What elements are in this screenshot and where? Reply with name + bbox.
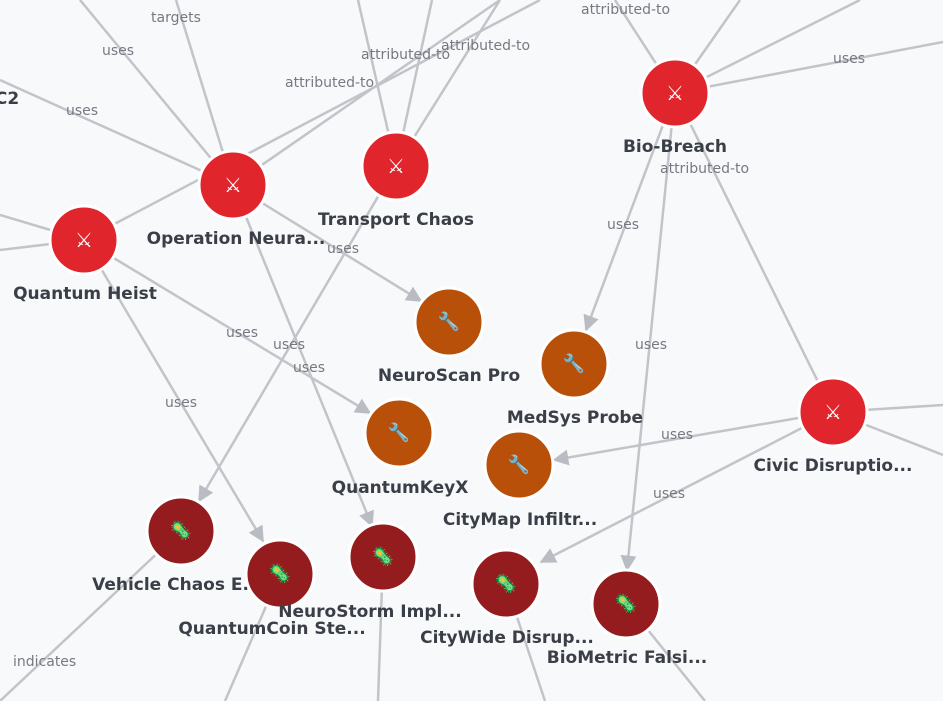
node-civic-disruptio[interactable]: ⚔ Civic Disruptio...	[754, 376, 913, 476]
edge-label: uses	[226, 325, 258, 341]
campaign-node-circle[interactable]	[48, 204, 120, 276]
edge[interactable]	[674, 40, 943, 95]
edge-label: uses	[165, 395, 197, 411]
node-bio-breach[interactable]: ⚔ Bio-Breach	[623, 57, 727, 157]
node-label-offscreen: C2	[0, 89, 19, 109]
edge-attributed-to[interactable]	[673, 92, 835, 413]
edge[interactable]	[83, 0, 541, 242]
edge-label: attributed-to	[660, 161, 749, 177]
tool-node-circle[interactable]	[413, 286, 485, 358]
crossed-swords-icon: ⚔	[75, 228, 93, 252]
edge[interactable]	[647, 629, 706, 701]
malware-node-circle[interactable]	[145, 495, 217, 567]
node-label: Bio-Breach	[623, 137, 727, 157]
node-label: Transport Chaos	[318, 210, 474, 230]
campaign-node-circle[interactable]	[639, 57, 711, 129]
crossed-swords-icon: ⚔	[666, 81, 684, 105]
edge-uses[interactable]	[82, 239, 265, 543]
campaign-node-circle[interactable]	[360, 130, 432, 202]
edge-uses[interactable]	[539, 410, 834, 564]
node-quantumkeyx[interactable]: 🔧 QuantumKeyX	[332, 397, 469, 498]
edge-label: targets	[151, 10, 201, 26]
wrench-icon: 🔧	[388, 422, 410, 444]
edge-label: uses	[102, 43, 134, 59]
edge-label: indicates	[13, 654, 76, 670]
node-medsys-probe[interactable]: 🔧 MedSys Probe	[507, 328, 643, 428]
edge-label: attributed-to	[441, 38, 530, 54]
edge-uses[interactable]	[552, 410, 834, 466]
node-operation-neura[interactable]: ⚔ Operation Neura...	[147, 149, 326, 249]
crossed-swords-icon: ⚔	[824, 400, 842, 424]
node-citywide-disrup[interactable]: 🦠 CityWide Disrup...	[420, 548, 594, 648]
malware-node-circle[interactable]	[244, 538, 316, 610]
node-label: NeuroStorm Impl...	[278, 602, 461, 622]
edge-uses[interactable]	[232, 183, 423, 303]
node-label: CityWide Disrup...	[420, 628, 594, 648]
node-label: MedSys Probe	[507, 408, 643, 428]
node-quantum-heist[interactable]: ⚔ Quantum Heist	[13, 204, 157, 304]
bug-icon: 🦠	[615, 593, 637, 615]
node-label: Operation Neura...	[147, 229, 326, 249]
edge-uses[interactable]	[231, 184, 374, 528]
node-label: QuantumCoin Ste...	[178, 619, 365, 639]
node-vehicle-chaos[interactable]: 🦠 Vehicle Chaos E...	[92, 495, 262, 595]
nodes: ⚔ Bio-Breach ⚔ Transport Chaos ⚔ Operati…	[13, 57, 913, 668]
edge-uses[interactable]	[83, 238, 372, 415]
bug-icon: 🦠	[170, 520, 192, 542]
edge-labels: targets uses uses attributed-to attribut…	[13, 2, 865, 670]
edge[interactable]	[0, 78, 234, 187]
node-neurostorm-impl[interactable]: 🦠 NeuroStorm Impl...	[278, 521, 462, 622]
tool-node-circle[interactable]	[363, 397, 435, 469]
malware-node-circle[interactable]	[347, 521, 419, 593]
edge-label: uses	[635, 337, 667, 353]
crossed-swords-icon: ⚔	[224, 173, 242, 197]
edge-label: attributed-to	[285, 75, 374, 91]
node-label: Quantum Heist	[13, 284, 157, 304]
edge-label: uses	[66, 103, 98, 119]
node-label: Vehicle Chaos E...	[92, 575, 262, 595]
edge-label: uses	[327, 241, 359, 257]
tool-node-circle[interactable]	[483, 429, 555, 501]
malware-node-circle[interactable]	[590, 568, 662, 640]
tool-node-circle[interactable]	[538, 328, 610, 400]
edge-uses[interactable]	[583, 92, 677, 332]
edge-uses[interactable]	[197, 165, 398, 503]
node-quantumcoin-ste[interactable]: 🦠 QuantumCoin Ste...	[178, 538, 366, 639]
node-label: QuantumKeyX	[332, 478, 469, 498]
malware-node-circle[interactable]	[470, 548, 542, 620]
bug-icon: 🦠	[372, 546, 394, 568]
wrench-icon: 🔧	[508, 454, 530, 476]
edge[interactable]	[79, 0, 234, 186]
edge-label: uses	[833, 51, 865, 67]
node-biometric-falsi[interactable]: 🦠 BioMetric Falsi...	[547, 568, 707, 668]
bug-icon: 🦠	[495, 573, 517, 595]
edge[interactable]	[0, 530, 182, 701]
crossed-swords-icon: ⚔	[387, 154, 405, 178]
node-label: BioMetric Falsi...	[547, 648, 707, 668]
node-label: Civic Disruptio...	[754, 456, 913, 476]
edge-uses[interactable]	[620, 92, 677, 572]
campaign-node-circle[interactable]	[797, 376, 869, 448]
edge-label: attributed-to	[361, 47, 450, 63]
edge-label: attributed-to	[581, 2, 670, 18]
node-label: NeuroScan Pro	[378, 366, 520, 386]
edge-label: uses	[653, 486, 685, 502]
wrench-icon: 🔧	[438, 311, 460, 333]
node-citymap-infiltr[interactable]: 🔧 CityMap Infiltr...	[443, 429, 597, 530]
edge-label: uses	[293, 360, 325, 376]
node-label: CityMap Infiltr...	[443, 510, 597, 530]
node-neuroscan-pro[interactable]: 🔧 NeuroScan Pro	[378, 286, 520, 386]
edge-label: uses	[661, 427, 693, 443]
bug-icon: 🦠	[269, 563, 291, 585]
edge-label: uses	[607, 217, 639, 233]
node-transport-chaos[interactable]: ⚔ Transport Chaos	[318, 130, 474, 230]
campaign-node-circle[interactable]	[197, 149, 269, 221]
edge-label: uses	[273, 337, 305, 353]
wrench-icon: 🔧	[563, 353, 585, 375]
